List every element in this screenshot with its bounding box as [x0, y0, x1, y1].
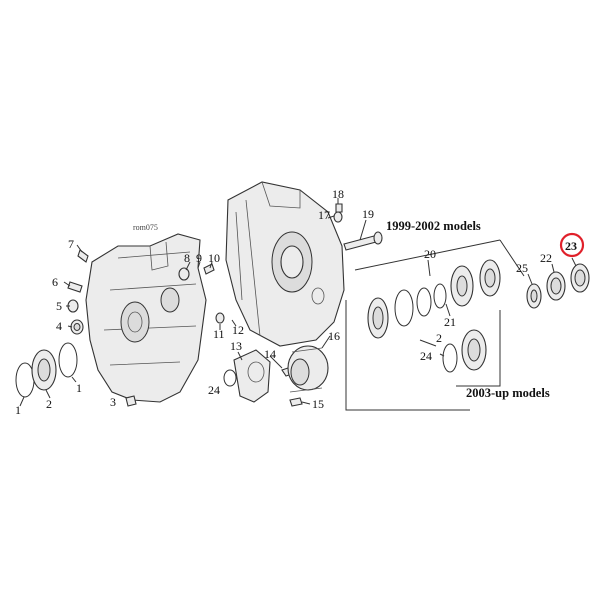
- callout-10: 10: [208, 251, 220, 265]
- left-crankcase-half: [85, 233, 207, 403]
- callout-19: 19: [362, 207, 374, 221]
- caption-1999-2002: 1999-2002 models: [386, 219, 481, 233]
- right-crankcase-half: [225, 181, 345, 347]
- cover-assembly: [223, 345, 329, 407]
- callout-5: 5: [56, 299, 62, 313]
- callout-13: 13: [230, 339, 242, 353]
- callout-4: 4: [56, 319, 62, 333]
- callout-15: 15: [312, 397, 324, 411]
- callout-8: 8: [184, 251, 190, 265]
- callout-7: 7: [68, 237, 74, 251]
- callout-1b: 1: [76, 381, 82, 395]
- callout-2b: 2: [436, 331, 442, 345]
- callout-25: 25: [516, 261, 528, 275]
- callout-23: 23: [565, 239, 577, 253]
- bearing-group-1999-2002: [345, 239, 525, 411]
- callout-11: 11: [213, 327, 225, 341]
- race-and-seals: [526, 263, 590, 309]
- callout-1a: 1: [15, 403, 21, 417]
- callout-21: 21: [444, 315, 456, 329]
- left-bearing-parts: [15, 342, 78, 398]
- callout-16: 16: [328, 329, 340, 343]
- leader-lines: [63, 198, 577, 405]
- drawing-code: rom075: [133, 223, 158, 232]
- callout-20: 20: [424, 247, 436, 261]
- callout-3: 3: [110, 395, 116, 409]
- bearing-group-2003-up: [442, 310, 501, 387]
- callout-labels: 1 2 1 3 4 5 6 7 8 9 10 11 12 13 14 15 16…: [15, 187, 585, 417]
- highlight-circle: [559, 232, 585, 258]
- callout-14: 14: [264, 347, 276, 361]
- callout-24b: 24: [420, 349, 432, 363]
- callout-9: 9: [196, 251, 202, 265]
- caption-2003-up: 2003-up models: [466, 386, 550, 400]
- callout-12: 12: [232, 323, 244, 337]
- callout-17: 17: [318, 208, 330, 222]
- callout-6: 6: [52, 275, 58, 289]
- bolts-17-19: [333, 203, 383, 251]
- callout-18: 18: [332, 187, 344, 201]
- callout-22: 22: [540, 251, 552, 265]
- callout-2a: 2: [46, 397, 52, 411]
- small-hardware: [67, 249, 225, 407]
- callout-24a: 24: [208, 383, 220, 397]
